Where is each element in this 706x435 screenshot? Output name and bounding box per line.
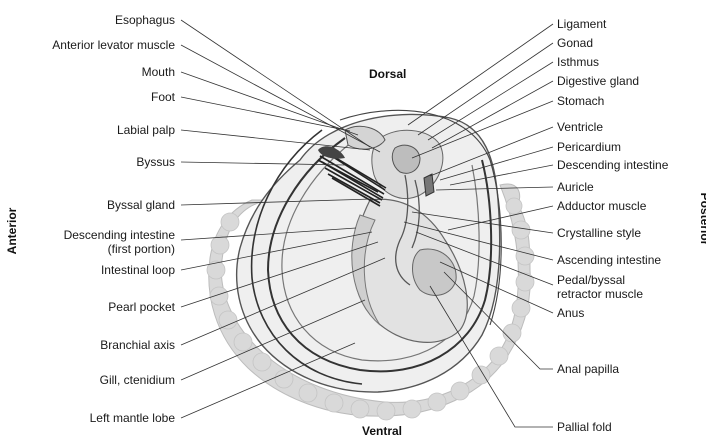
label-pedal-byssal: Pedal/byssal bbox=[557, 273, 625, 287]
label-foot: Foot bbox=[151, 90, 175, 104]
label-crystalline-style: Crystalline style bbox=[557, 226, 641, 240]
label-pedal-byssal-sub: retractor muscle bbox=[557, 287, 643, 301]
label-ascending-intestine: Ascending intestine bbox=[557, 253, 661, 267]
label-auricle: Auricle bbox=[557, 180, 594, 194]
label-left-mantle-lobe: Left mantle lobe bbox=[90, 411, 175, 425]
label-anal-papilla: Anal papilla bbox=[557, 362, 619, 376]
orientation-anterior: Anterior bbox=[5, 206, 19, 256]
orientation-posterior: Posterior bbox=[698, 184, 706, 254]
label-labial-palp: Labial palp bbox=[117, 123, 175, 137]
label-branchial-axis: Branchial axis bbox=[100, 338, 175, 352]
label-pericardium: Pericardium bbox=[557, 140, 621, 154]
label-anus: Anus bbox=[557, 306, 584, 320]
label-intestinal-loop: Intestinal loop bbox=[101, 263, 175, 277]
label-anterior-levator-muscle: Anterior levator muscle bbox=[52, 38, 175, 52]
label-descending-intestine: Descending intestine bbox=[557, 158, 668, 172]
label-pearl-pocket: Pearl pocket bbox=[108, 300, 175, 314]
heart-shape bbox=[424, 174, 434, 196]
label-stomach: Stomach bbox=[557, 94, 604, 108]
label-gill-ctenidium: Gill, ctenidium bbox=[100, 373, 175, 387]
label-pallial-fold: Pallial fold bbox=[557, 420, 612, 434]
label-mouth: Mouth bbox=[142, 65, 175, 79]
orientation-ventral: Ventral bbox=[362, 424, 402, 435]
label-isthmus: Isthmus bbox=[557, 55, 599, 69]
label-ligament: Ligament bbox=[557, 17, 606, 31]
label-byssal-gland: Byssal gland bbox=[107, 198, 175, 212]
label-descending-intestine-first-sub: (first portion) bbox=[108, 242, 175, 256]
label-byssus: Byssus bbox=[136, 155, 175, 169]
orientation-dorsal: Dorsal bbox=[369, 67, 406, 81]
label-ventricle: Ventricle bbox=[557, 120, 603, 134]
label-descending-intestine-first: Descending intestine bbox=[64, 228, 175, 242]
label-adductor-muscle: Adductor muscle bbox=[557, 199, 646, 213]
label-gonad: Gonad bbox=[557, 36, 593, 50]
label-digestive-gland: Digestive gland bbox=[557, 74, 639, 88]
label-esophagus: Esophagus bbox=[115, 13, 175, 27]
